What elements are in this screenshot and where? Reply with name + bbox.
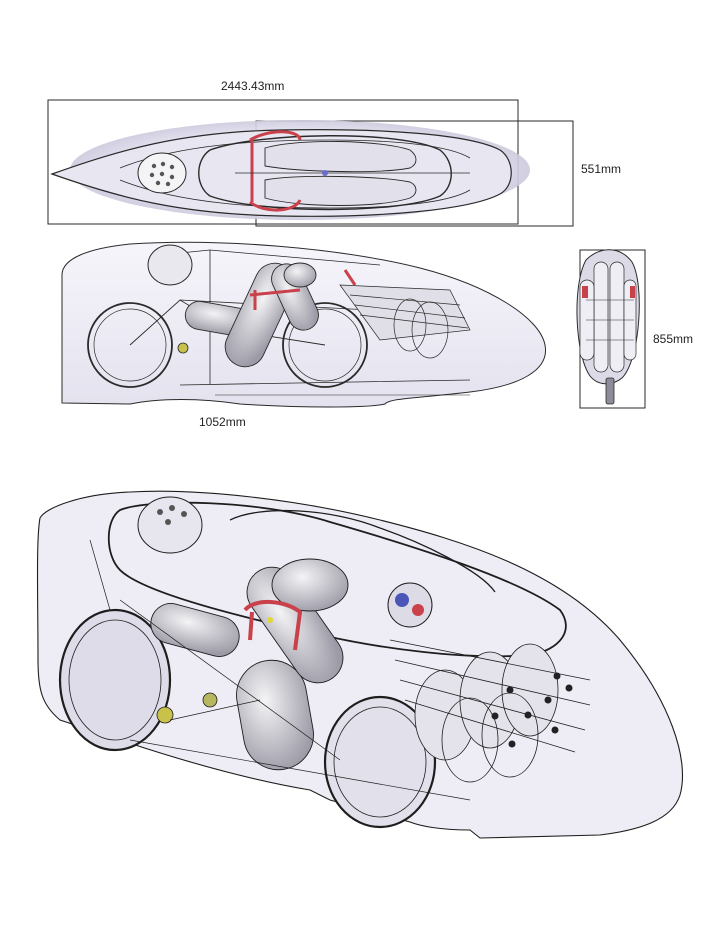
front-wheel-side [282, 302, 368, 388]
perspective-view [36, 490, 683, 839]
frame-perspective [243, 599, 303, 651]
side-view [61, 241, 547, 408]
top-view [47, 99, 574, 227]
perspective-shell-outline [36, 490, 683, 839]
front-wheel-perspective [323, 695, 437, 829]
wheelbase-dimension-label: 1052mm [199, 415, 246, 429]
width-dimension-label: 551mm [581, 162, 622, 176]
helmet-perspective [137, 496, 203, 554]
rear-wheel-side [87, 302, 173, 388]
frame-top [249, 130, 302, 212]
sprocket [387, 582, 433, 628]
height-dimension-label: 855mm [653, 332, 694, 346]
rear-wheel-perspective [58, 608, 172, 752]
frame-side [249, 269, 357, 310]
front-view [576, 249, 646, 409]
length-dimension-label: 2443.43mm [221, 79, 285, 93]
